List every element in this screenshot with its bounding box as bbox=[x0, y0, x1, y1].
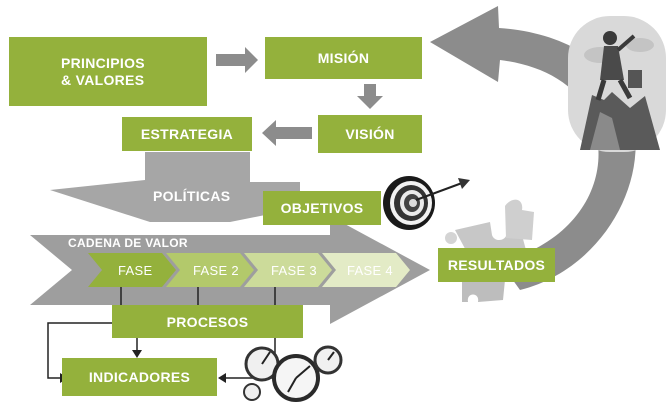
phase-4-label: FASE 4 bbox=[347, 263, 393, 278]
indicadores-box: INDICADORES bbox=[62, 358, 217, 396]
cadena-valor-label: CADENA DE VALOR bbox=[68, 236, 188, 250]
phase-3-chevron bbox=[244, 253, 332, 287]
mision-box: MISIÓN bbox=[265, 37, 422, 79]
politicas-label: POLÍTICAS bbox=[153, 188, 231, 204]
climber-icon bbox=[568, 16, 666, 152]
target-icon bbox=[383, 176, 470, 230]
arrow-right-principios-mision bbox=[216, 47, 258, 73]
procesos-box: PROCESOS bbox=[112, 305, 303, 338]
politicas-arrow bbox=[50, 152, 300, 222]
arrow-left-vision-estrategia bbox=[262, 120, 312, 146]
estrategia-box: ESTRATEGIA bbox=[122, 117, 252, 151]
phase-1-chevron bbox=[88, 253, 176, 287]
phase-1-label: FASE bbox=[118, 263, 153, 278]
objetivos-box: OBJETIVOS bbox=[263, 191, 381, 225]
phase-4-chevron bbox=[322, 253, 410, 287]
phase-2-label: FASE 2 bbox=[193, 263, 239, 278]
principios-valores-box: PRINCIPIOS & VALORES bbox=[9, 37, 207, 106]
phase-2-chevron bbox=[166, 253, 254, 287]
phase-3-label: FASE 3 bbox=[271, 263, 317, 278]
clock-icon bbox=[243, 345, 343, 402]
connector-left bbox=[47, 322, 112, 379]
vision-box: VISIÓN bbox=[318, 115, 422, 153]
resultados-box: RESULTADOS bbox=[438, 248, 555, 282]
arrow-down-mision-vision bbox=[357, 84, 383, 109]
